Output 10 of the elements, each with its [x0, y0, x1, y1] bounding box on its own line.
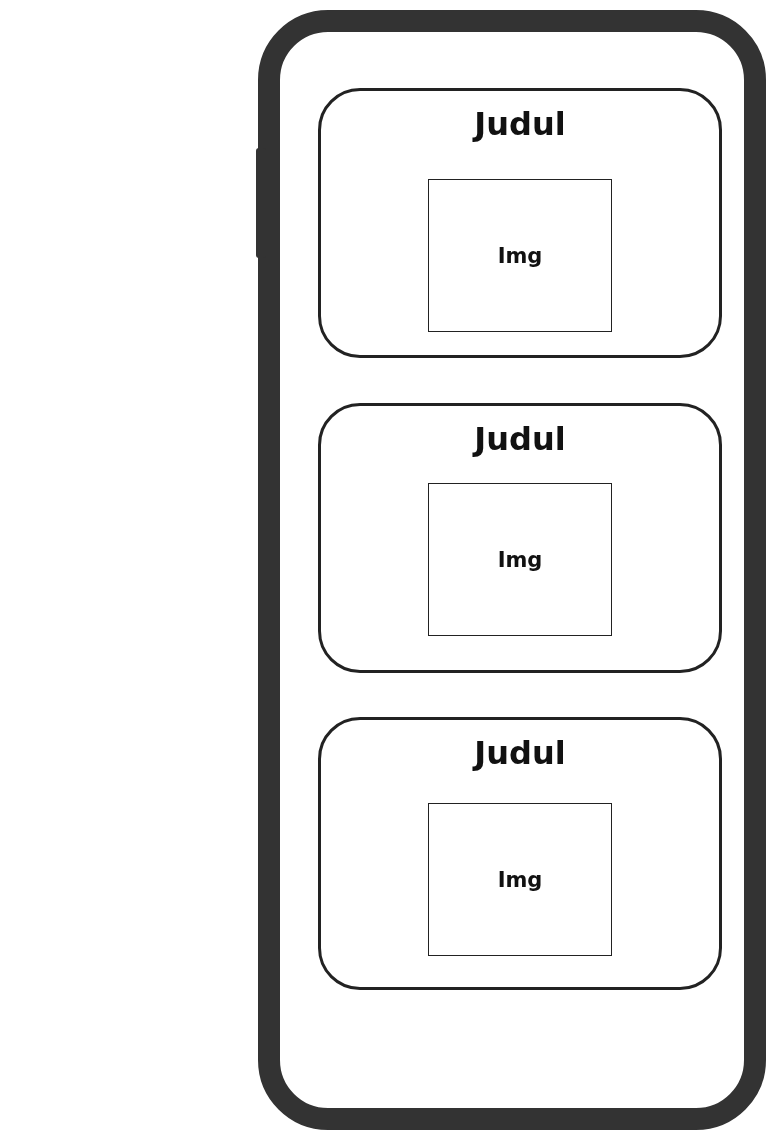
- phone-frame: [258, 10, 766, 1130]
- card-title: Judul: [471, 105, 567, 143]
- card: [318, 88, 722, 358]
- image-frame: Img: [428, 179, 612, 332]
- card-title: Judul: [471, 420, 567, 458]
- card: [318, 403, 722, 673]
- card-title: Judul: [471, 734, 567, 772]
- card: [318, 717, 722, 990]
- image-frame: Img: [428, 483, 612, 636]
- image-frame: Img: [428, 803, 612, 956]
